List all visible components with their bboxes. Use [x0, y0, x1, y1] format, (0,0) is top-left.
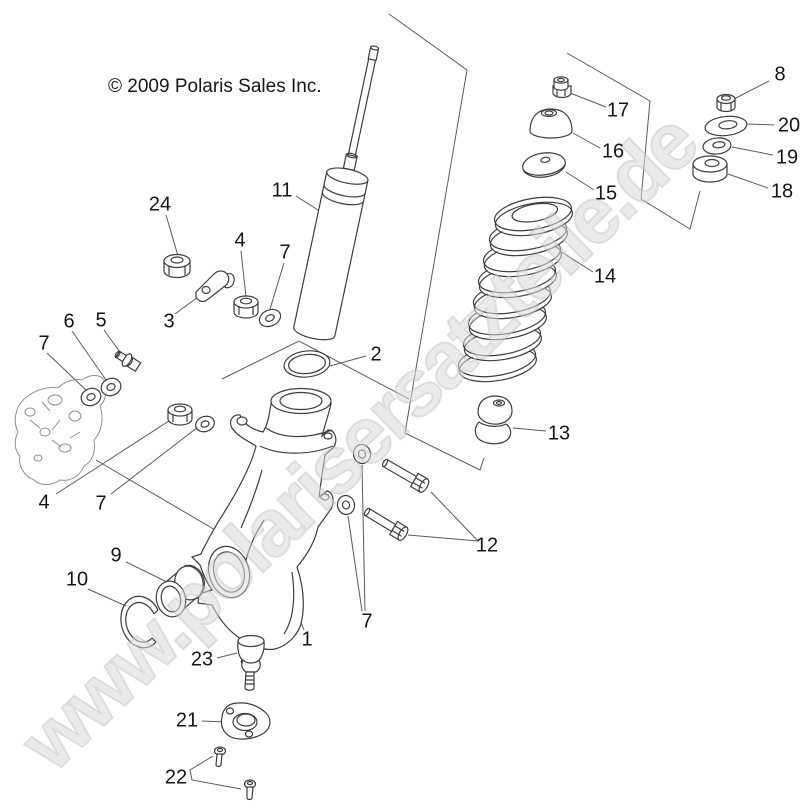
callout-20: 20	[777, 114, 801, 137]
callout-14: 14	[593, 265, 617, 288]
coil-spring	[457, 191, 576, 387]
washer-20	[704, 114, 748, 137]
washer-6	[99, 376, 124, 399]
mount-clamp	[196, 271, 234, 301]
callout-18: 18	[770, 180, 794, 203]
bearing	[153, 563, 207, 620]
washer-7-left	[79, 386, 104, 409]
callout-12: 12	[475, 534, 499, 557]
callout-5: 5	[95, 309, 107, 332]
locknut-17	[553, 77, 571, 98]
washer-retainer-15	[521, 150, 567, 180]
leader-lines	[47, 81, 774, 789]
compression-bumper	[475, 396, 512, 444]
bolt-12-upper	[380, 456, 431, 494]
washer-7-knuckle	[194, 414, 217, 435]
callout-7b: 7	[38, 332, 50, 355]
o-ring	[283, 349, 331, 380]
washer-7-strut-lower	[336, 494, 356, 516]
callout-15: 15	[594, 182, 618, 205]
nut-24	[164, 255, 190, 278]
callout-6: 6	[63, 310, 75, 333]
shock-absorber	[292, 42, 395, 343]
ball-joint	[238, 636, 264, 691]
brake-caliper-sketch	[15, 376, 106, 485]
callout-24: 24	[148, 193, 172, 216]
bolt-12-lower	[362, 505, 410, 542]
callout-7d: 7	[361, 610, 373, 633]
callout-19: 19	[775, 146, 799, 169]
callout-9: 9	[110, 544, 122, 567]
washer-7-strut-upper	[352, 443, 372, 465]
snap-ring	[121, 596, 158, 647]
washer-19	[702, 137, 732, 156]
nut-4-lower	[168, 404, 192, 425]
washer-7-upper	[257, 306, 284, 330]
callout-4a: 4	[234, 229, 246, 252]
nut-8	[717, 95, 735, 112]
callout-3: 3	[163, 310, 175, 333]
alignment-lines	[96, 14, 700, 534]
spacer-18	[693, 156, 727, 182]
bushing-cap-16	[530, 109, 572, 138]
callout-8: 8	[774, 63, 786, 86]
callout-23: 23	[190, 648, 214, 671]
callout-11: 11	[271, 179, 293, 202]
callout-22: 22	[164, 766, 188, 789]
callout-4b: 4	[38, 491, 50, 514]
callout-13: 13	[547, 422, 571, 445]
screw-22-lower	[245, 780, 256, 800]
callout-16: 16	[601, 140, 625, 163]
callout-10: 10	[65, 568, 89, 591]
copyright-notice: © 2009 Polaris Sales Inc.	[108, 76, 322, 97]
nut-4-upper	[234, 296, 258, 318]
cover-plate	[221, 703, 270, 739]
callout-17: 17	[606, 99, 630, 122]
steering-knuckle	[192, 389, 336, 650]
callout-21: 21	[175, 709, 199, 732]
callout-7c: 7	[95, 492, 107, 515]
bolt-5	[113, 347, 142, 372]
callout-2: 2	[370, 343, 382, 366]
screw-22-upper	[215, 747, 226, 767]
callout-1: 1	[301, 628, 313, 651]
callout-7a: 7	[279, 241, 291, 264]
